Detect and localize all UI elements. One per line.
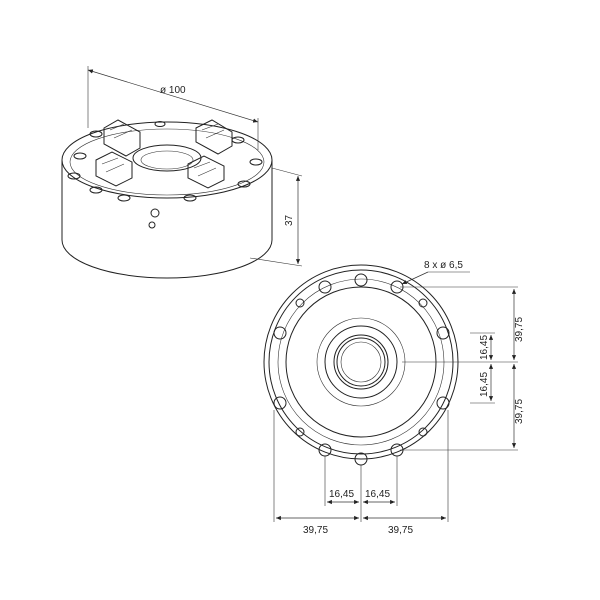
dim-inner-left: 16,45 (329, 489, 354, 500)
jaws (95, 119, 233, 189)
dim-inner-top: 16,45 (479, 335, 490, 360)
height-label: 37 (284, 214, 295, 226)
diameter-label: ø 100 (160, 85, 186, 96)
dim-outer-right: 39,75 (388, 525, 413, 536)
isometric-view: ø 100 37 (61, 66, 303, 279)
dim-bottom-right: 39,75 (514, 399, 525, 424)
dim-outer-left: 39,75 (303, 525, 328, 536)
dim-top-right: 39,75 (514, 317, 525, 342)
front-view: 8 x ø 6,5 39,75 16,45 16,45 39,75 16,45 … (263, 260, 525, 536)
bolt-holes-top (67, 121, 263, 202)
holes-label: 8 x ø 6,5 (424, 260, 463, 271)
dim-inner-right: 16,45 (365, 489, 390, 500)
dim-inner-bottom: 16,45 (479, 372, 490, 397)
bolt-holes-front (273, 273, 450, 466)
